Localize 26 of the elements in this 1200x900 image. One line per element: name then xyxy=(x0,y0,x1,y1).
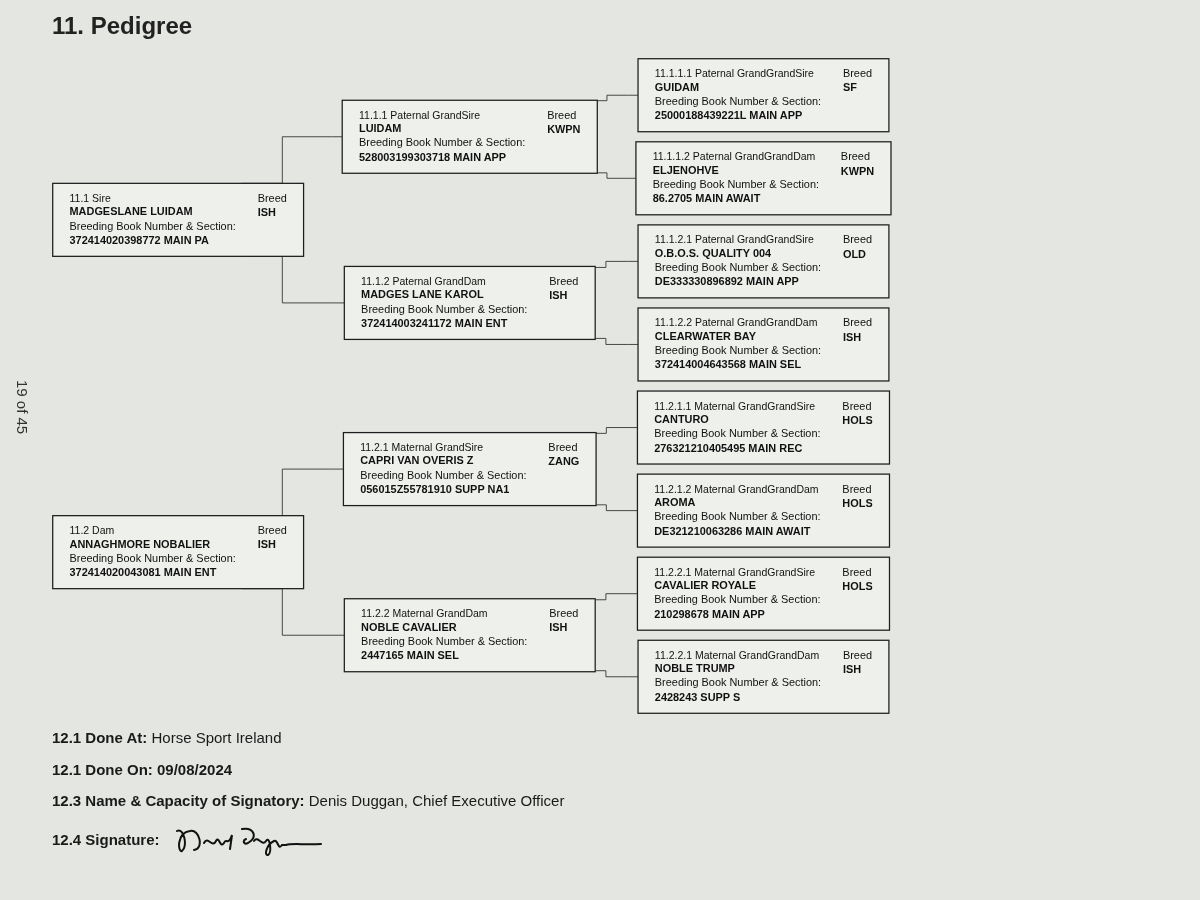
node-box: 11.1.1 Paternal GrandSire LUIDAM Breeding Book Number & Section: 528003199303718 MAIN APP Breed KWPN xyxy=(341,99,598,174)
node-box: 11.2.1.1 Maternal GrandGrandSire CANTURO Breeding Book Number & Section: 276321210405495 MAIN REC Breed HOLS xyxy=(636,390,891,465)
footer-note: 12.1 Done On: 09/08/2024 xyxy=(52,759,234,779)
node-box: 11.1.1.1 Paternal GrandGrandSire GUIDAM Breeding Book Number & Section: 25000188439221L MAIN APP Breed SF xyxy=(637,58,890,133)
node-box: 11.2 Dam ANNAGHMORE NOBALIER Breeding Book Number & Section: 372414020043081 MAIN ENT Breed ISH xyxy=(52,515,305,590)
node-box: 11.2.2.1 Maternal GrandGrandDam NOBLE TRUMP Breeding Book Number & Section: 2428243 SUPP S Breed ISH xyxy=(637,639,890,714)
node-box: 11.2.1 Maternal GrandSire CAPRI VAN OVERIS Z Breeding Book Number & Section: 056015Z55781910 SUPP NA1 Breed ZANG xyxy=(342,431,597,507)
connector xyxy=(595,504,638,512)
connector xyxy=(594,337,639,345)
connector xyxy=(594,593,638,601)
node-box: 11.1 Sire MADGESLANE LUIDAM Breeding Book Number & Section: 372414020398772 MAIN PA Breed ISH xyxy=(52,182,305,257)
node-box: 11.1.1.2 Paternal GrandGrandDam ELJENOHVE Breeding Book Number & Section: 86.2705 MAIN AWAIT Breed KWPN xyxy=(635,141,892,216)
page-number: 19 of 45 xyxy=(14,380,31,435)
node-box: 11.2.1.2 Maternal GrandGrandDam AROMA Breeding Book Number & Section: DE321210063286 MAIN AWAIT Breed HOLS xyxy=(636,473,891,548)
connector xyxy=(594,670,639,678)
connector xyxy=(594,260,639,268)
node-box: 11.1.2.2 Paternal GrandGrandDam CLEARWATER BAY Breeding Book Number & Section: 372414004643568 MAIN SEL Breed ISH xyxy=(637,307,890,382)
footer-note: 12.1 Done At: Horse Sport Ireland xyxy=(52,728,283,748)
footer-note: 12.3 Name & Capacity of Signatory: Denis Duggan, Chief Executive Officer xyxy=(52,791,566,811)
section-title: 11. Pedigree xyxy=(52,12,193,40)
node-box: 11.1.2.1 Paternal GrandGrandSire O.B.O.S. QUALITY 004 Breeding Book Number & Section: DE333330896892 MAIN APP Breed OLD xyxy=(637,224,890,299)
node-box: 11.2.2 Maternal GrandDam NOBLE CAVALIER Breeding Book Number & Section: 2447165 MAIN SEL Breed ISH xyxy=(343,598,596,673)
signature-label: 12.4 Signature: xyxy=(52,829,160,850)
node-box: 11.2.2.1 Maternal GrandGrandSire CAVALIER ROYALE Breeding Book Number & Section: 210298678 MAIN APP Breed HOLS xyxy=(636,556,891,631)
node-box: 11.1.2 Paternal GrandDam MADGES LANE KAROL Breeding Book Number & Section: 372414003241172 MAIN ENT Breed ISH xyxy=(343,265,596,341)
connector xyxy=(595,427,638,434)
